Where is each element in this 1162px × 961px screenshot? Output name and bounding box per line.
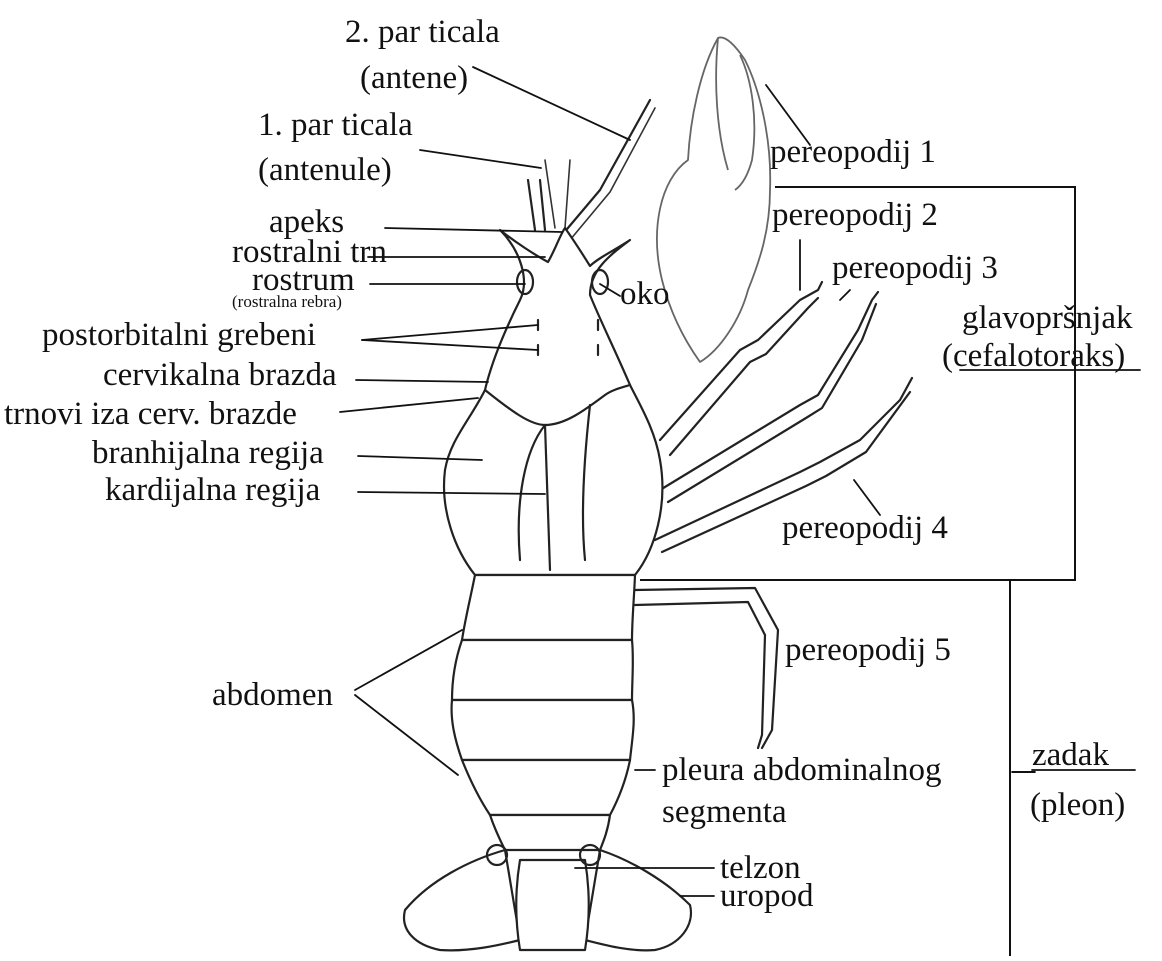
tail-fan	[404, 845, 691, 950]
label-antennule-line2: (antenule)	[258, 152, 392, 188]
label-antennule-line1: 1. par ticala	[258, 107, 413, 143]
label-cephalothorax-line1: glavopršnjak	[962, 300, 1133, 336]
label-pleura-line2: segmenta	[662, 794, 787, 830]
label-antenna2-line1: 2. par ticala	[345, 14, 500, 50]
label-branchial-region: branhijalna regija	[92, 435, 324, 471]
abdomen	[452, 575, 635, 850]
label-abdomen: abdomen	[212, 677, 333, 713]
label-pereopod-3: pereopodij 3	[832, 250, 998, 286]
antennae	[528, 100, 655, 240]
label-antenna2-line2: (antene)	[360, 60, 468, 96]
label-rostral-ribs: (rostralna rebra)	[232, 292, 342, 311]
claw-pereopod-1	[657, 37, 770, 362]
label-pereopod-5: pereopodij 5	[785, 632, 951, 668]
label-pleon-line2: (pleon)	[1030, 787, 1125, 823]
label-pleon-line1: zadak	[1032, 737, 1109, 773]
label-cardiac-region: kardijalna regija	[105, 472, 321, 508]
label-uropod: uropod	[720, 878, 814, 914]
label-cervical-groove: cervikalna brazda	[103, 357, 337, 393]
label-cephalothorax-line2: (cefalotoraks)	[942, 338, 1125, 374]
label-eye: oko	[620, 276, 670, 312]
label-postorbital-ridges: postorbitalni grebeni	[42, 317, 316, 353]
label-spines-behind-groove: trnovi iza cerv. brazde	[4, 396, 297, 432]
label-pereopod-1: pereopodij 1	[770, 134, 936, 170]
label-pereopod-4: pereopodij 4	[782, 510, 948, 546]
label-pereopod-2: pereopodij 2	[772, 197, 938, 233]
label-pleura-line1: pleura abdominalnog	[662, 752, 942, 788]
